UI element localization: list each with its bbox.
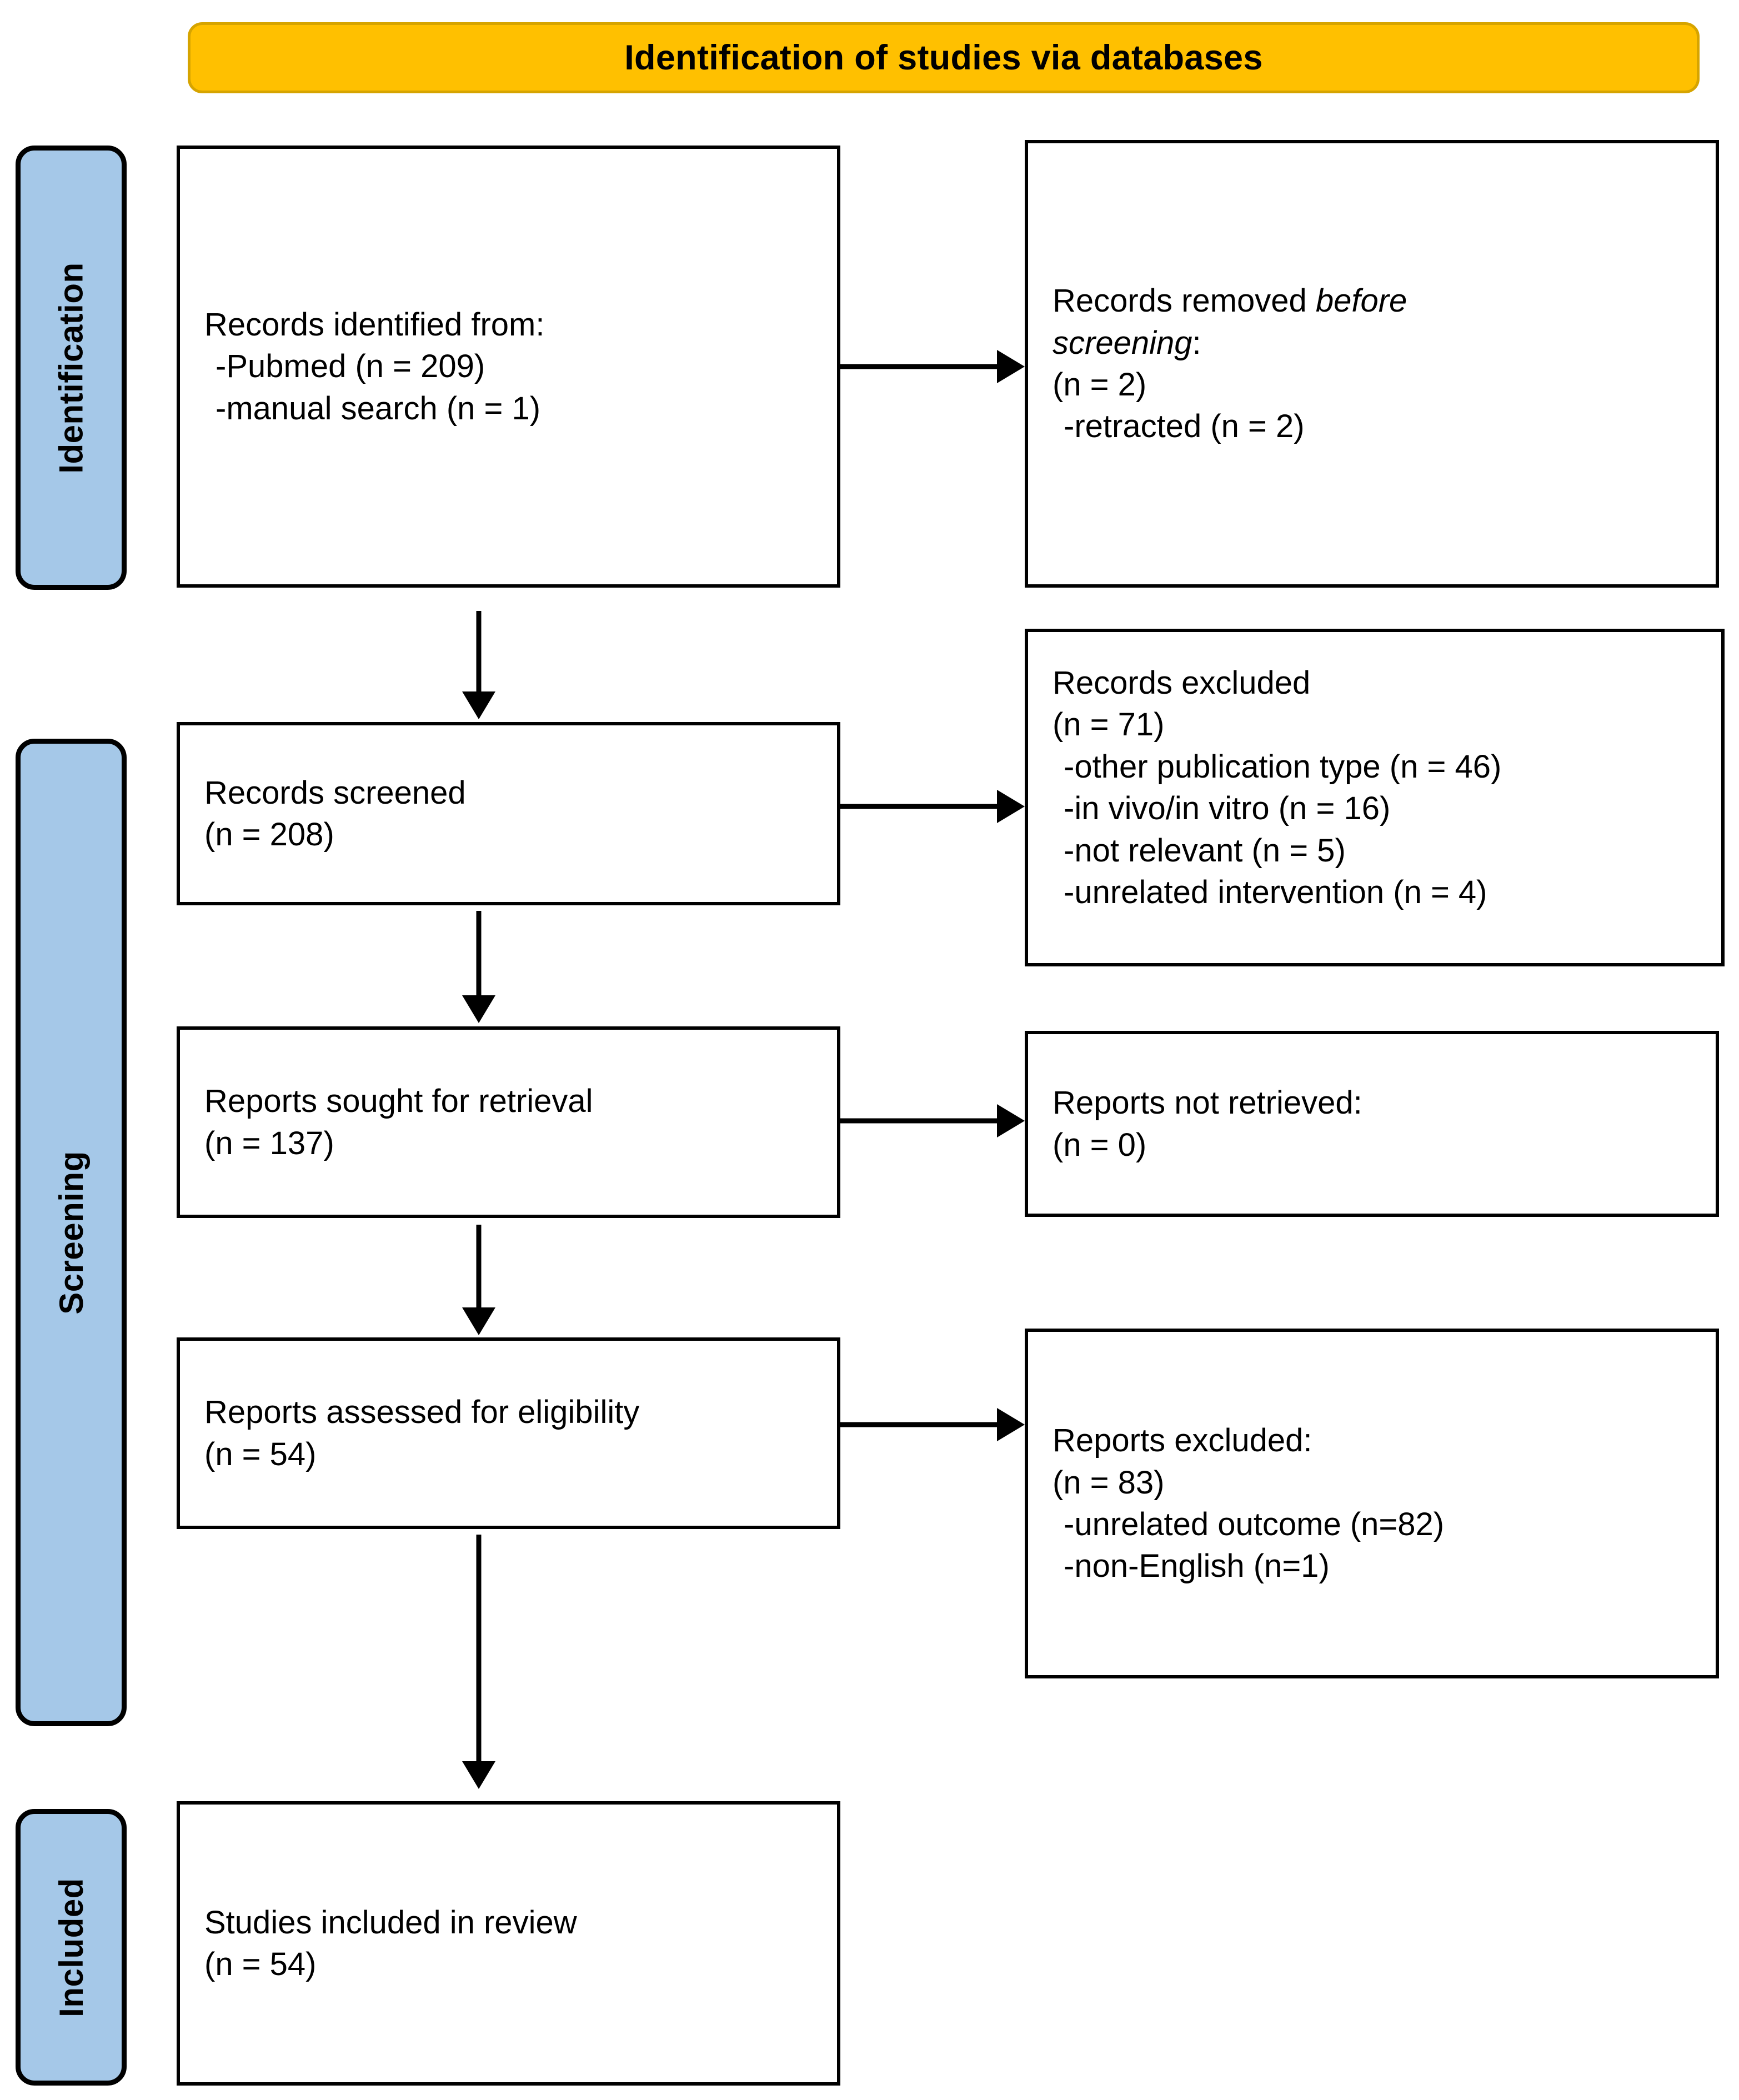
arrow-shaft	[840, 1118, 999, 1124]
diagram-title: Identification of studies via databases	[624, 38, 1263, 77]
reports-assessed-line-2: (n = 54)	[204, 1436, 317, 1472]
studies-included-line-1: Studies included in review	[204, 1904, 577, 1941]
box-reports-excluded: Reports excluded: (n = 83) -unrelated ou…	[1025, 1329, 1719, 1678]
reports-excluded-line-3: -unrelated outcome (n=82)	[1064, 1506, 1445, 1542]
box-reports-not-retrieved: Reports not retrieved: (n = 0)	[1025, 1031, 1719, 1217]
studies-included-line-2: (n = 54)	[204, 1946, 317, 1982]
records-screened-line-1: Records screened	[204, 774, 466, 811]
reports-sought-line-1: Reports sought for retrieval	[204, 1083, 593, 1120]
records-removed-line-1-text: Records removed	[1053, 283, 1316, 319]
stage-label-identification-text: Identification	[52, 262, 90, 474]
reports-sought-line-2: (n = 137)	[204, 1125, 334, 1161]
arrow-shaft	[476, 1535, 482, 1763]
records-excluded-line-5: -not relevant (n = 5)	[1064, 832, 1346, 869]
stage-label-identification: Identification	[16, 146, 127, 590]
records-identified-line-1: Records identified from:	[204, 306, 545, 343]
arrow-head	[997, 1104, 1025, 1137]
box-records-removed: Records removed before screening: (n = 2…	[1025, 140, 1719, 588]
stage-label-screening-text: Screening	[52, 1150, 90, 1315]
records-excluded-line-4: -in vivo/in vitro (n = 16)	[1064, 790, 1391, 827]
records-removed-line-2-emphasis: screening	[1053, 324, 1192, 361]
records-excluded-line-6: -unrelated intervention (n = 4)	[1064, 874, 1487, 910]
stage-label-screening: Screening	[16, 739, 127, 1726]
stage-label-included: Included	[16, 1809, 127, 2086]
reports-excluded-line-4: -non-English (n=1)	[1064, 1548, 1330, 1585]
arrow-head	[462, 1761, 495, 1789]
records-removed-line-4: -retracted (n = 2)	[1064, 408, 1305, 445]
records-removed-line-2-tail: :	[1192, 324, 1201, 361]
records-removed-line-3: (n = 2)	[1053, 367, 1147, 403]
box-records-excluded: Records excluded (n = 71) -other publica…	[1025, 629, 1725, 966]
arrow-shaft	[840, 364, 999, 369]
reports-not-retrieved-line-2: (n = 0)	[1053, 1126, 1147, 1163]
diagram-header-banner: Identification of studies via databases	[188, 22, 1700, 93]
records-removed-line-2: screening:	[1053, 322, 1705, 364]
records-excluded-line-2: (n = 71)	[1053, 706, 1165, 743]
records-removed-line-1-emphasis: before	[1315, 283, 1407, 319]
arrow-head	[997, 1408, 1025, 1441]
records-removed-line-1: Records removed before	[1053, 280, 1705, 322]
arrow-head	[462, 1307, 495, 1335]
arrow-head	[462, 995, 495, 1023]
reports-not-retrieved-line-1: Reports not retrieved:	[1053, 1085, 1362, 1121]
arrow-head	[997, 790, 1025, 823]
reports-assessed-line-1: Reports assessed for eligibility	[204, 1394, 640, 1431]
records-excluded-line-1: Records excluded	[1053, 665, 1311, 701]
arrow-head	[462, 691, 495, 719]
stage-label-included-text: Included	[52, 1877, 90, 2017]
reports-excluded-line-2: (n = 83)	[1053, 1464, 1165, 1501]
box-records-screened: Records screened (n = 208)	[177, 722, 840, 905]
records-identified-line-2: -Pubmed (n = 209)	[216, 348, 485, 385]
records-screened-line-2: (n = 208)	[204, 816, 334, 853]
arrow-shaft	[840, 1422, 999, 1427]
arrow-shaft	[840, 804, 999, 809]
box-records-identified: Records identified from: -Pubmed (n = 20…	[177, 146, 840, 588]
records-identified-line-3: -manual search (n = 1)	[216, 390, 541, 427]
arrow-shaft	[476, 611, 482, 693]
box-studies-included: Studies included in review (n = 54)	[177, 1801, 840, 2086]
box-reports-assessed: Reports assessed for eligibility (n = 54…	[177, 1337, 840, 1529]
arrow-shaft	[476, 1225, 482, 1309]
arrow-head	[997, 350, 1025, 383]
arrow-shaft	[476, 911, 482, 997]
records-excluded-line-3: -other publication type (n = 46)	[1064, 748, 1502, 785]
box-reports-sought: Reports sought for retrieval (n = 137)	[177, 1026, 840, 1218]
reports-excluded-line-1: Reports excluded:	[1053, 1422, 1312, 1459]
